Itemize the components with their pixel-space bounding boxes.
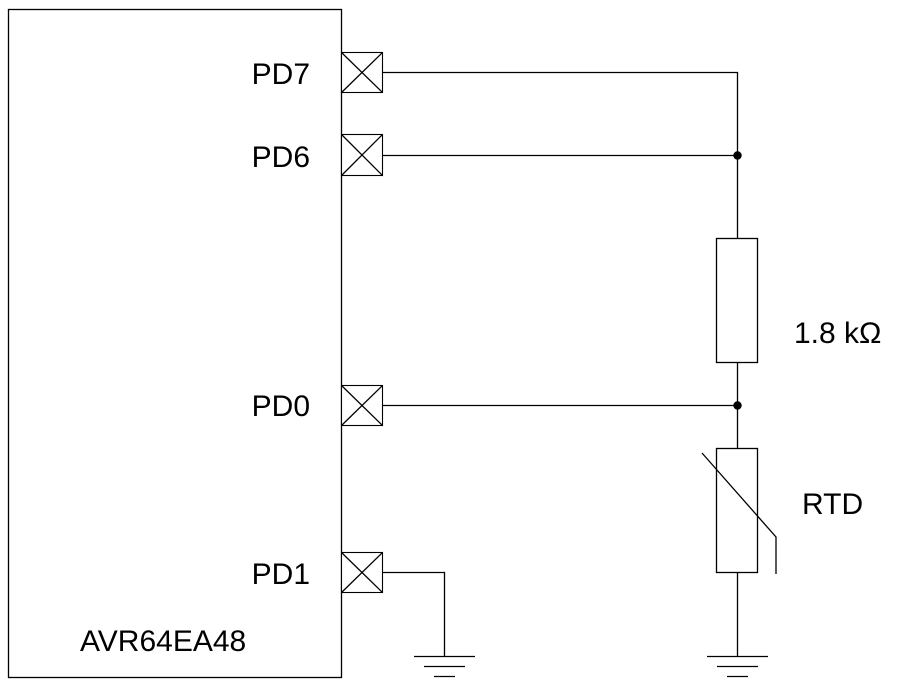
pin-box-pd6 bbox=[340, 133, 384, 177]
wire-pd1-to-ground bbox=[382, 571, 446, 657]
pin-box-pd1 bbox=[340, 551, 384, 594]
pin-label-pd7: PD7 bbox=[252, 58, 310, 91]
resistor-value-label: 1.8 kΩ bbox=[794, 317, 881, 350]
microcontroller-box bbox=[7, 8, 343, 679]
pin-label-pd0: PD0 bbox=[252, 390, 310, 423]
chip-name-label: AVR64EA48 bbox=[80, 625, 246, 658]
ground-symbol-left bbox=[414, 655, 475, 678]
pin-box-pd0 bbox=[340, 384, 384, 427]
pin-box-pd7 bbox=[340, 51, 384, 94]
rtd-label: RTD bbox=[802, 488, 863, 521]
wire-pd7 bbox=[382, 71, 739, 239]
pin-label-pd6: PD6 bbox=[252, 141, 310, 174]
rtd-symbol bbox=[701, 447, 777, 574]
junction-dot-pd6 bbox=[733, 151, 742, 160]
resistor-symbol bbox=[715, 237, 759, 364]
pin-label-pd1: PD1 bbox=[252, 558, 310, 591]
ground-symbol-right bbox=[707, 655, 768, 678]
junction-dot-pd0 bbox=[733, 401, 742, 410]
